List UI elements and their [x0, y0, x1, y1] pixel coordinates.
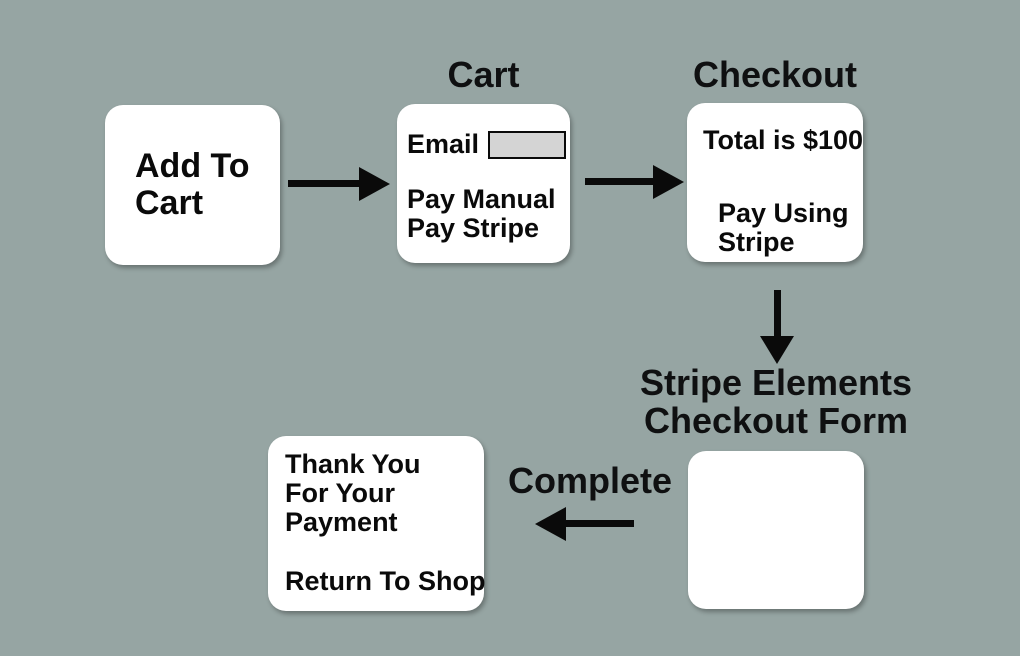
- email-input[interactable]: [488, 130, 567, 159]
- return-to-shop-link[interactable]: Return To Shop: [285, 566, 486, 596]
- thank-you-line1: Thank You: [285, 449, 421, 479]
- arrow-cart-checkout-shaft: [585, 178, 655, 185]
- stripe-form-title: Stripe Elements Checkout Form: [626, 364, 926, 440]
- cart-title: Cart: [447, 54, 520, 95]
- complete-label: Complete: [508, 460, 673, 501]
- checkout-total: Total is $100: [703, 125, 864, 155]
- arrow-add-to-cart-shaft: [288, 180, 361, 187]
- add-to-cart-box[interactable]: Add To Cart: [105, 105, 280, 265]
- stripe-form-box: [688, 451, 864, 609]
- pay-using-stripe-option-line1[interactable]: Pay Using: [718, 198, 849, 228]
- arrow-cart-checkout-head: [653, 165, 684, 199]
- cart-box: Email Pay Manual Pay Stripe: [397, 104, 570, 263]
- stripe-form-title-line2: Checkout Form: [643, 400, 909, 441]
- pay-stripe-option[interactable]: Pay Stripe: [407, 213, 540, 243]
- checkout-title: Checkout: [692, 54, 858, 95]
- arrow-checkout-stripeform-head: [760, 336, 794, 364]
- email-row: Email: [407, 129, 567, 159]
- pay-using-stripe-option-line2[interactable]: Stripe: [718, 227, 795, 257]
- thank-you-line3: Payment: [285, 507, 398, 537]
- checkout-box: Total is $100 Pay Using Stripe: [687, 103, 863, 262]
- thank-you-line2: For Your: [285, 478, 396, 508]
- stripe-form-title-line1: Stripe Elements: [639, 362, 913, 403]
- arrow-add-to-cart-head: [359, 167, 390, 201]
- arrow-complete-shaft: [564, 520, 634, 527]
- add-to-cart-label-line2: Cart: [135, 184, 204, 222]
- add-to-cart-label-line1: Add To: [135, 147, 250, 185]
- pay-manual-option[interactable]: Pay Manual: [407, 184, 556, 214]
- arrow-complete-head: [535, 507, 566, 541]
- email-label: Email: [407, 129, 480, 159]
- thank-you-box: Thank You For Your Payment Return To Sho…: [268, 436, 486, 611]
- arrow-checkout-stripeform-shaft: [774, 290, 781, 338]
